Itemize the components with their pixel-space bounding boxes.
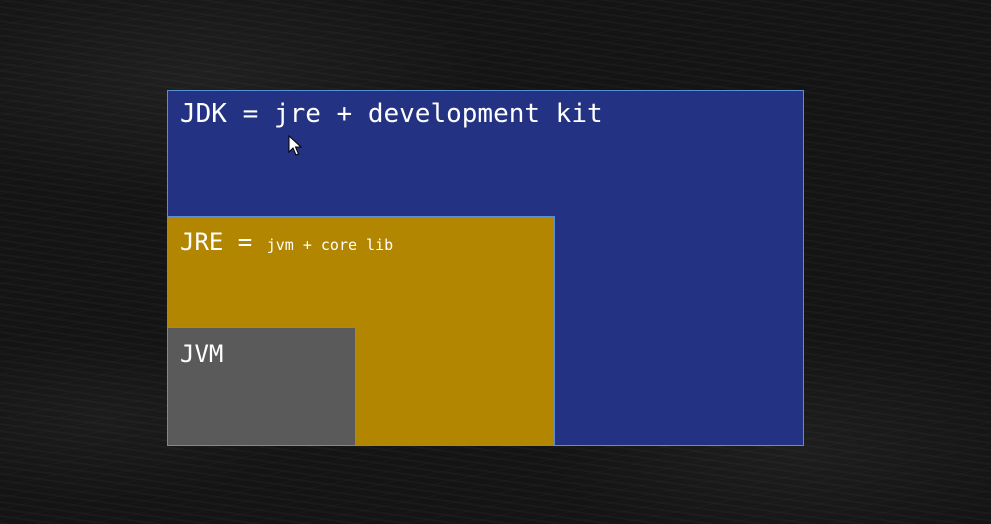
jvm-box: JVM [167, 327, 356, 446]
jre-label-group: JRE = jvm + core lib [180, 230, 393, 254]
jvm-label: JVM [180, 340, 224, 368]
jre-label: JRE = [180, 228, 267, 256]
mouse-pointer-icon [288, 135, 302, 156]
jdk-label: JDK = jre + development kit [180, 99, 603, 129]
jre-sub-label: jvm + core lib [266, 236, 394, 254]
